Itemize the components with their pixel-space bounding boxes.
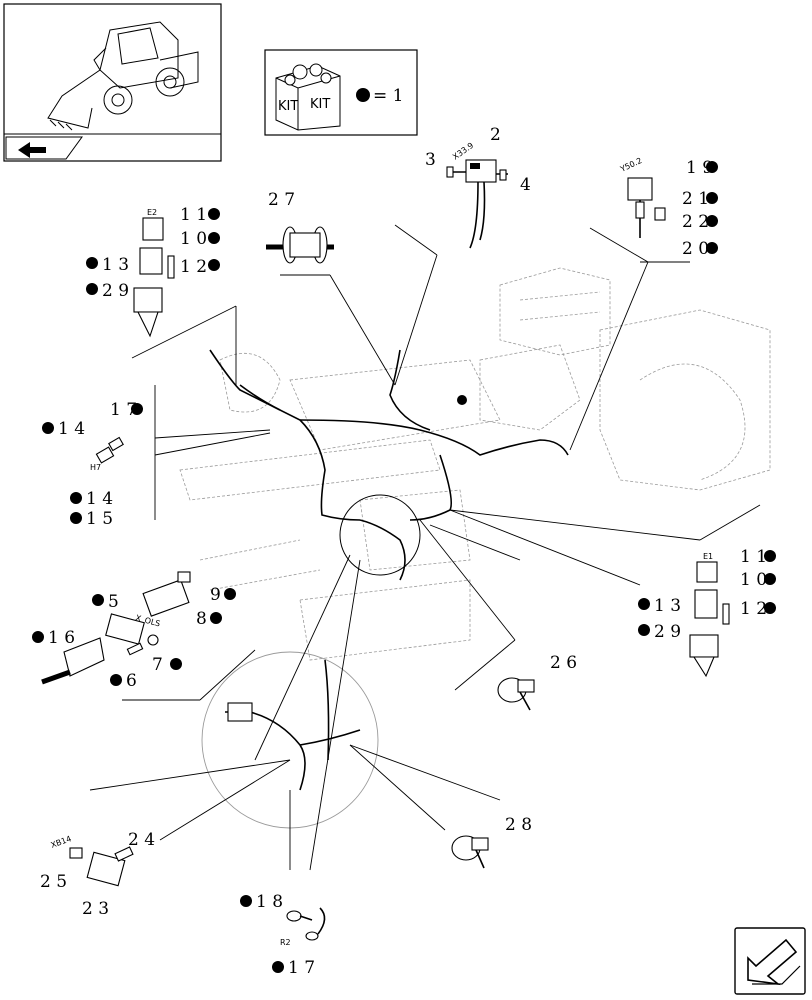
callout-20-bullet-icon xyxy=(706,242,718,254)
callout-29-right-bullet-icon xyxy=(638,624,650,636)
callout-17-left: 1 7 xyxy=(110,400,137,420)
callout-8-bullet-icon xyxy=(210,612,222,624)
next-page-button[interactable] xyxy=(734,927,806,995)
callout-8: 8 xyxy=(196,609,207,629)
callout-27: 2 7 xyxy=(268,190,295,210)
label-y50-2: Y50.2 xyxy=(618,156,643,174)
callout-10-left-bullet-icon xyxy=(208,232,220,244)
callout-10-right: 1 0 xyxy=(740,570,767,590)
callout-12-right-bullet-icon xyxy=(764,602,776,614)
callout-18: 1 8 xyxy=(256,892,283,912)
kit-bullet-icon xyxy=(356,88,370,102)
callout-14b-bullet-icon xyxy=(70,492,82,504)
callout-3: 3 xyxy=(425,150,436,170)
callout-2: 2 xyxy=(490,125,501,145)
callout-22-bullet-icon xyxy=(706,215,718,227)
callout-6-bullet-icon xyxy=(110,674,122,686)
detail-large-content xyxy=(225,659,361,791)
callout-10-right-bullet-icon xyxy=(764,573,776,585)
callout-7: 7 xyxy=(152,655,163,675)
clamp-26 xyxy=(497,677,535,711)
callout-5: 5 xyxy=(108,592,119,612)
callout-12-left-bullet-icon xyxy=(208,259,220,271)
callout-17b: 1 7 xyxy=(288,958,315,978)
callout-14a: 1 4 xyxy=(58,419,85,439)
callout-12-left: 1 2 xyxy=(180,257,207,277)
callout-17b-bullet-icon xyxy=(272,961,284,973)
kit-legend: KIT KIT = 1 xyxy=(264,49,418,136)
callout-21-bullet-icon xyxy=(706,192,718,204)
label-e2: E2 xyxy=(147,208,157,217)
callout-15: 1 5 xyxy=(86,509,113,529)
callout-13-right-bullet-icon xyxy=(638,598,650,610)
connector-h7-group: H7 xyxy=(90,436,124,472)
callout-22: 2 2 xyxy=(682,212,709,232)
callout-11-right-bullet-icon xyxy=(764,550,776,562)
kit-equals: = 1 xyxy=(373,86,403,106)
connector-x-ols-group: X_OLS xyxy=(41,571,191,685)
kit-box-icon xyxy=(275,63,341,131)
callout-11-left-bullet-icon xyxy=(208,208,220,220)
back-arrow-icon xyxy=(18,142,46,158)
callout-21: 2 1 xyxy=(682,189,709,209)
callout-13-left: 1 3 xyxy=(102,255,129,275)
callout-26: 2 6 xyxy=(550,653,577,673)
callout-13-right: 1 3 xyxy=(654,596,681,616)
callout-6: 6 xyxy=(126,671,137,691)
callout-5-bullet-icon xyxy=(92,594,104,606)
connector-r2-group: R2 xyxy=(280,907,326,947)
connector-e1-group: E1 xyxy=(689,552,730,678)
callout-14a-bullet-icon xyxy=(42,422,54,434)
callout-25: 2 5 xyxy=(40,872,67,892)
callout-9: 9 xyxy=(210,585,221,605)
callout-29-left-bullet-icon xyxy=(86,283,98,295)
detail-circle-small xyxy=(339,494,421,576)
next-arrow-icon xyxy=(747,938,801,986)
connector-e2-group: E2 xyxy=(133,208,175,338)
callout-7-bullet-icon xyxy=(170,658,182,670)
callout-20: 2 0 xyxy=(682,239,709,259)
kit-label-left: KIT xyxy=(278,99,298,114)
label-r2: R2 xyxy=(280,938,291,947)
callout-15-bullet-icon xyxy=(70,512,82,524)
callout-16: 1 6 xyxy=(48,628,75,648)
callout-16-bullet-icon xyxy=(32,631,44,643)
callout-11-left: 1 1 xyxy=(180,205,207,225)
callout-29-left: 2 9 xyxy=(102,281,129,301)
label-xb14: XB14 xyxy=(50,834,73,850)
callout-9-bullet-icon xyxy=(224,588,236,600)
chassis-ghost xyxy=(179,267,771,661)
kit-label-right: KIT xyxy=(310,97,330,112)
label-x33-9: X33.9 xyxy=(451,141,475,162)
callout-10-left: 1 0 xyxy=(180,229,207,249)
leader-lines xyxy=(89,224,761,871)
callout-17-left-bullet-icon xyxy=(131,403,143,415)
grommet-27 xyxy=(266,226,334,264)
callout-18-bullet-icon xyxy=(240,895,252,907)
wiring-harness xyxy=(209,349,569,581)
connector-y50-2: Y50.2 xyxy=(618,156,666,238)
harness-bullet-icon xyxy=(457,395,467,405)
label-h7: H7 xyxy=(90,463,101,472)
callout-13-left-bullet-icon xyxy=(86,257,98,269)
callout-29-right: 2 9 xyxy=(654,622,681,642)
callout-12-right: 1 2 xyxy=(740,599,767,619)
callout-19: 1 9 xyxy=(686,158,713,178)
callout-19-bullet-icon xyxy=(706,161,718,173)
callout-24: 2 4 xyxy=(128,830,155,850)
callout-11-right: 1 1 xyxy=(740,547,767,567)
label-e1: E1 xyxy=(703,552,713,561)
clamp-28 xyxy=(451,835,489,869)
callout-23: 2 3 xyxy=(82,899,109,919)
loader-thumbnail xyxy=(3,3,222,162)
connector-x33-9: X33.9 xyxy=(446,141,508,249)
callout-28: 2 8 xyxy=(505,815,532,835)
callout-4: 4 xyxy=(520,175,531,195)
callout-14b: 1 4 xyxy=(86,489,113,509)
back-link-tab[interactable] xyxy=(5,136,83,160)
